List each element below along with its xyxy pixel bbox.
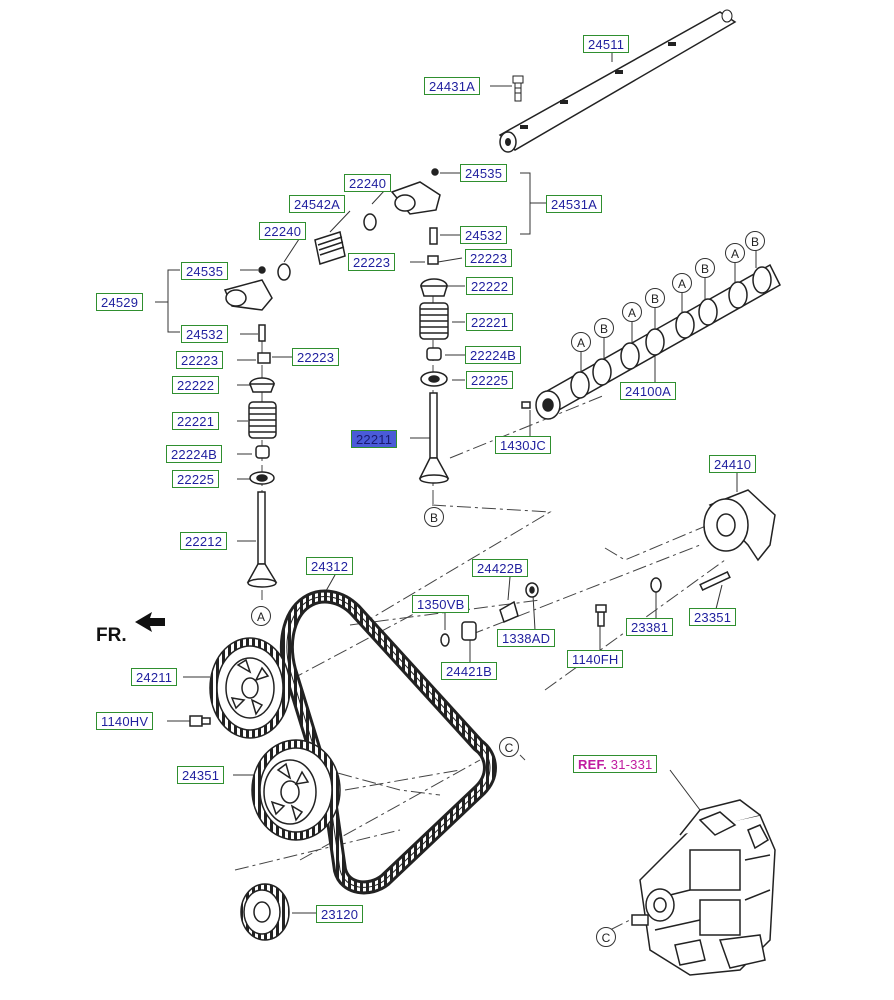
marker-b: B: [695, 258, 715, 278]
part-label-24532[interactable]: 24532: [460, 226, 508, 244]
small-sprocket: [240, 883, 290, 941]
cam-leaders: [580, 248, 757, 372]
part-label-22222[interactable]: 22222: [466, 277, 514, 295]
washer-22240-lower: [277, 263, 291, 281]
marker-b: B: [745, 231, 765, 251]
part-label-1350VB[interactable]: 1350VB: [412, 595, 470, 613]
marker-a: A: [725, 243, 745, 263]
camshaft-sprocket: [209, 637, 291, 739]
crankshaft-sprocket: [251, 739, 341, 841]
valve-stack-left: [246, 377, 278, 588]
part-label-22225[interactable]: 22225: [466, 371, 514, 389]
valve-stack-center: [418, 278, 450, 484]
marker-a: A: [672, 273, 692, 293]
rocker-arm-lower: [223, 266, 273, 342]
part-label-22240[interactable]: 22240: [259, 222, 307, 240]
part-label-1430JC[interactable]: 1430JC: [495, 436, 552, 454]
sprocket-bolt: [189, 715, 211, 727]
part-label-22221[interactable]: 22221: [172, 412, 220, 430]
marker-c: C: [499, 737, 519, 757]
timing-belt: [280, 589, 497, 895]
part-label-24532[interactable]: 24532: [181, 325, 229, 343]
part-label-24431A[interactable]: 24431A: [424, 77, 481, 95]
camshaft: [521, 263, 781, 420]
part-label-22223[interactable]: 22223: [292, 348, 340, 366]
marker-a: A: [622, 302, 642, 322]
part-label-22224B[interactable]: 22224B: [166, 445, 223, 463]
part-label-1338AD[interactable]: 1338AD: [497, 629, 556, 647]
marker-b: B: [594, 318, 614, 338]
part-label-24529[interactable]: 24529: [96, 293, 144, 311]
part-label-22240[interactable]: 22240: [344, 174, 392, 192]
part-label-22211-selected[interactable]: 22211: [351, 430, 398, 448]
washer-22240-upper: [363, 213, 377, 231]
part-label-23120[interactable]: 23120: [316, 905, 364, 923]
part-label-22223[interactable]: 22223: [348, 253, 396, 271]
part-label-22225[interactable]: 22225: [172, 470, 220, 488]
part-label-24535[interactable]: 24535: [460, 164, 508, 182]
part-label-22221[interactable]: 22221: [466, 313, 514, 331]
front-arrow-icon: [135, 612, 165, 632]
injection-pump: [631, 799, 776, 976]
part-label-24100A[interactable]: 24100A: [620, 382, 677, 400]
part-label-22223[interactable]: 22223: [465, 249, 513, 267]
part-label-24410[interactable]: 24410: [709, 455, 757, 473]
marker-b: B: [424, 507, 444, 527]
part-label-22212[interactable]: 22212: [180, 532, 228, 550]
idler-parts: [440, 582, 539, 647]
part-label-22223[interactable]: 22223: [176, 351, 224, 369]
marker-c: C: [596, 927, 616, 947]
part-label-24211[interactable]: 24211: [131, 668, 178, 686]
small-parts: [257, 213, 439, 364]
spring-24542A: [314, 231, 346, 265]
tensioner-pulley: [595, 489, 776, 627]
rocker-shaft: [498, 9, 737, 153]
reference-code: 31-331: [610, 757, 653, 772]
rocker-arm-upper: [390, 168, 441, 215]
part-label-24531A[interactable]: 24531A: [546, 195, 603, 213]
part-label-23381[interactable]: 23381: [626, 618, 674, 636]
part-label-24312[interactable]: 24312: [306, 557, 354, 575]
part-label-24535[interactable]: 24535: [181, 262, 229, 280]
part-label-24511[interactable]: 24511: [583, 35, 630, 53]
marker-a: A: [251, 606, 271, 626]
part-label-22224B[interactable]: 22224B: [465, 346, 522, 364]
part-label-24542A[interactable]: 24542A: [289, 195, 346, 213]
marker-a: A: [571, 332, 591, 352]
part-label-24421B[interactable]: 24421B: [441, 662, 498, 680]
part-label-22222[interactable]: 22222: [172, 376, 220, 394]
shaft-bolt: [512, 75, 524, 102]
part-label-23351[interactable]: 23351: [689, 608, 737, 626]
part-label-24351[interactable]: 24351: [177, 766, 225, 784]
part-label-1140FH[interactable]: 1140FH: [567, 650, 624, 668]
leader-lines: [155, 53, 738, 914]
front-label: FR.: [96, 625, 127, 646]
reference-link[interactable]: REF. 31-331: [573, 755, 658, 773]
marker-b: B: [645, 288, 665, 308]
part-label-1140HV[interactable]: 1140HV: [96, 712, 154, 730]
part-label-24422B[interactable]: 24422B: [472, 559, 529, 577]
reference-prefix: REF.: [578, 757, 607, 772]
